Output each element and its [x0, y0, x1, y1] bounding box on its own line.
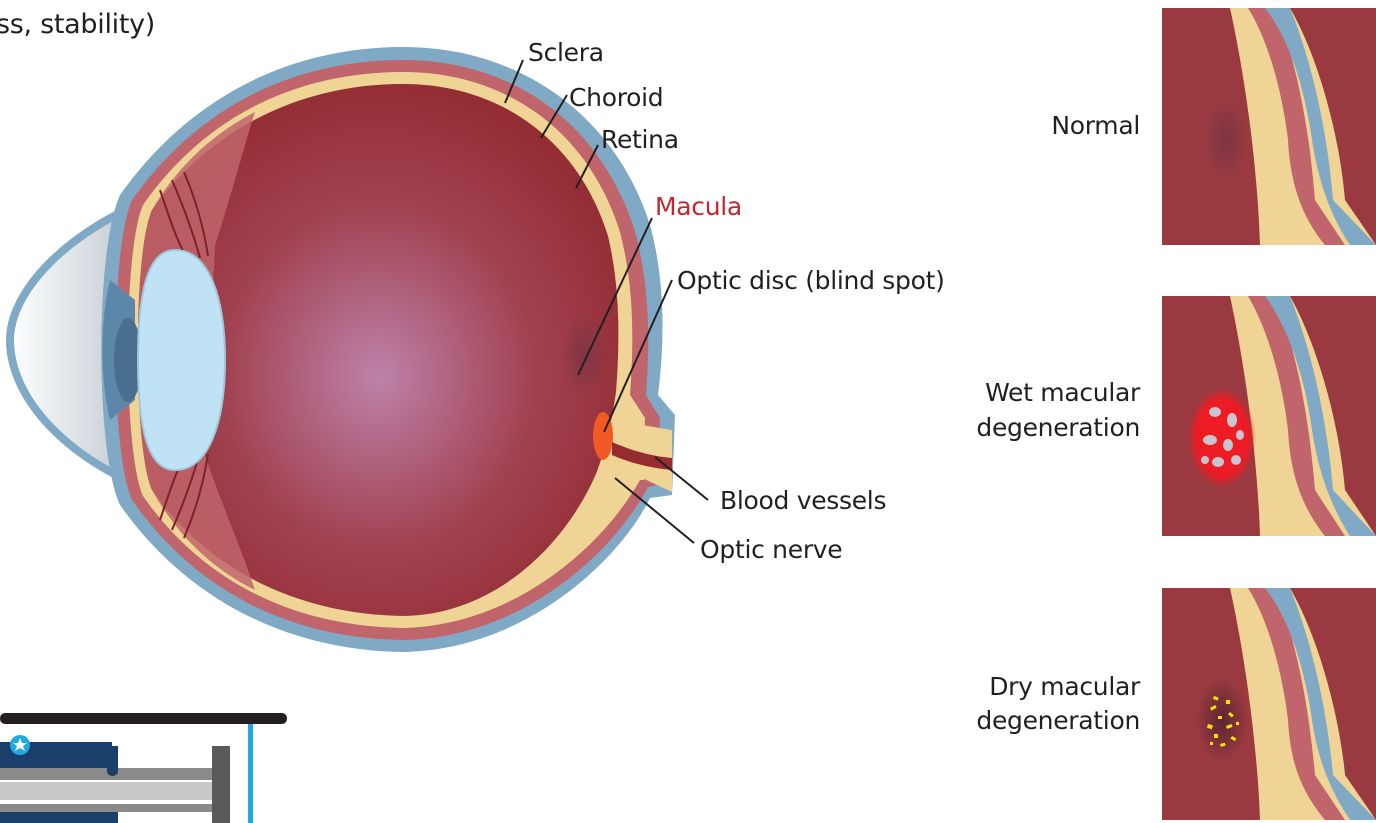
label-dry-line1: Dry macular	[989, 672, 1140, 702]
label-dry-line2: degeneration	[976, 706, 1140, 736]
label-sclera: Sclera	[528, 38, 604, 68]
label-blood-vessels: Blood vessels	[720, 486, 886, 516]
cross-section-wet	[1162, 296, 1376, 536]
shelf-illustration	[0, 713, 287, 823]
label-retina: Retina	[601, 125, 679, 155]
label-wet-line1: Wet macular	[985, 378, 1140, 408]
label-normal: Normal	[1051, 111, 1140, 141]
label-optic-nerve: Optic nerve	[700, 535, 842, 565]
eyeball	[10, 47, 675, 652]
header-fragment: ss, stability)	[0, 10, 155, 40]
label-macula: Macula	[655, 192, 742, 222]
cross-section-normal	[1162, 8, 1376, 245]
label-choroid: Choroid	[569, 83, 663, 113]
lens	[138, 250, 225, 470]
label-optic-disc: Optic disc (blind spot)	[677, 266, 945, 296]
label-wet-line2: degeneration	[976, 413, 1140, 443]
cross-section-dry	[1162, 588, 1376, 820]
star-badge-icon	[10, 735, 30, 755]
